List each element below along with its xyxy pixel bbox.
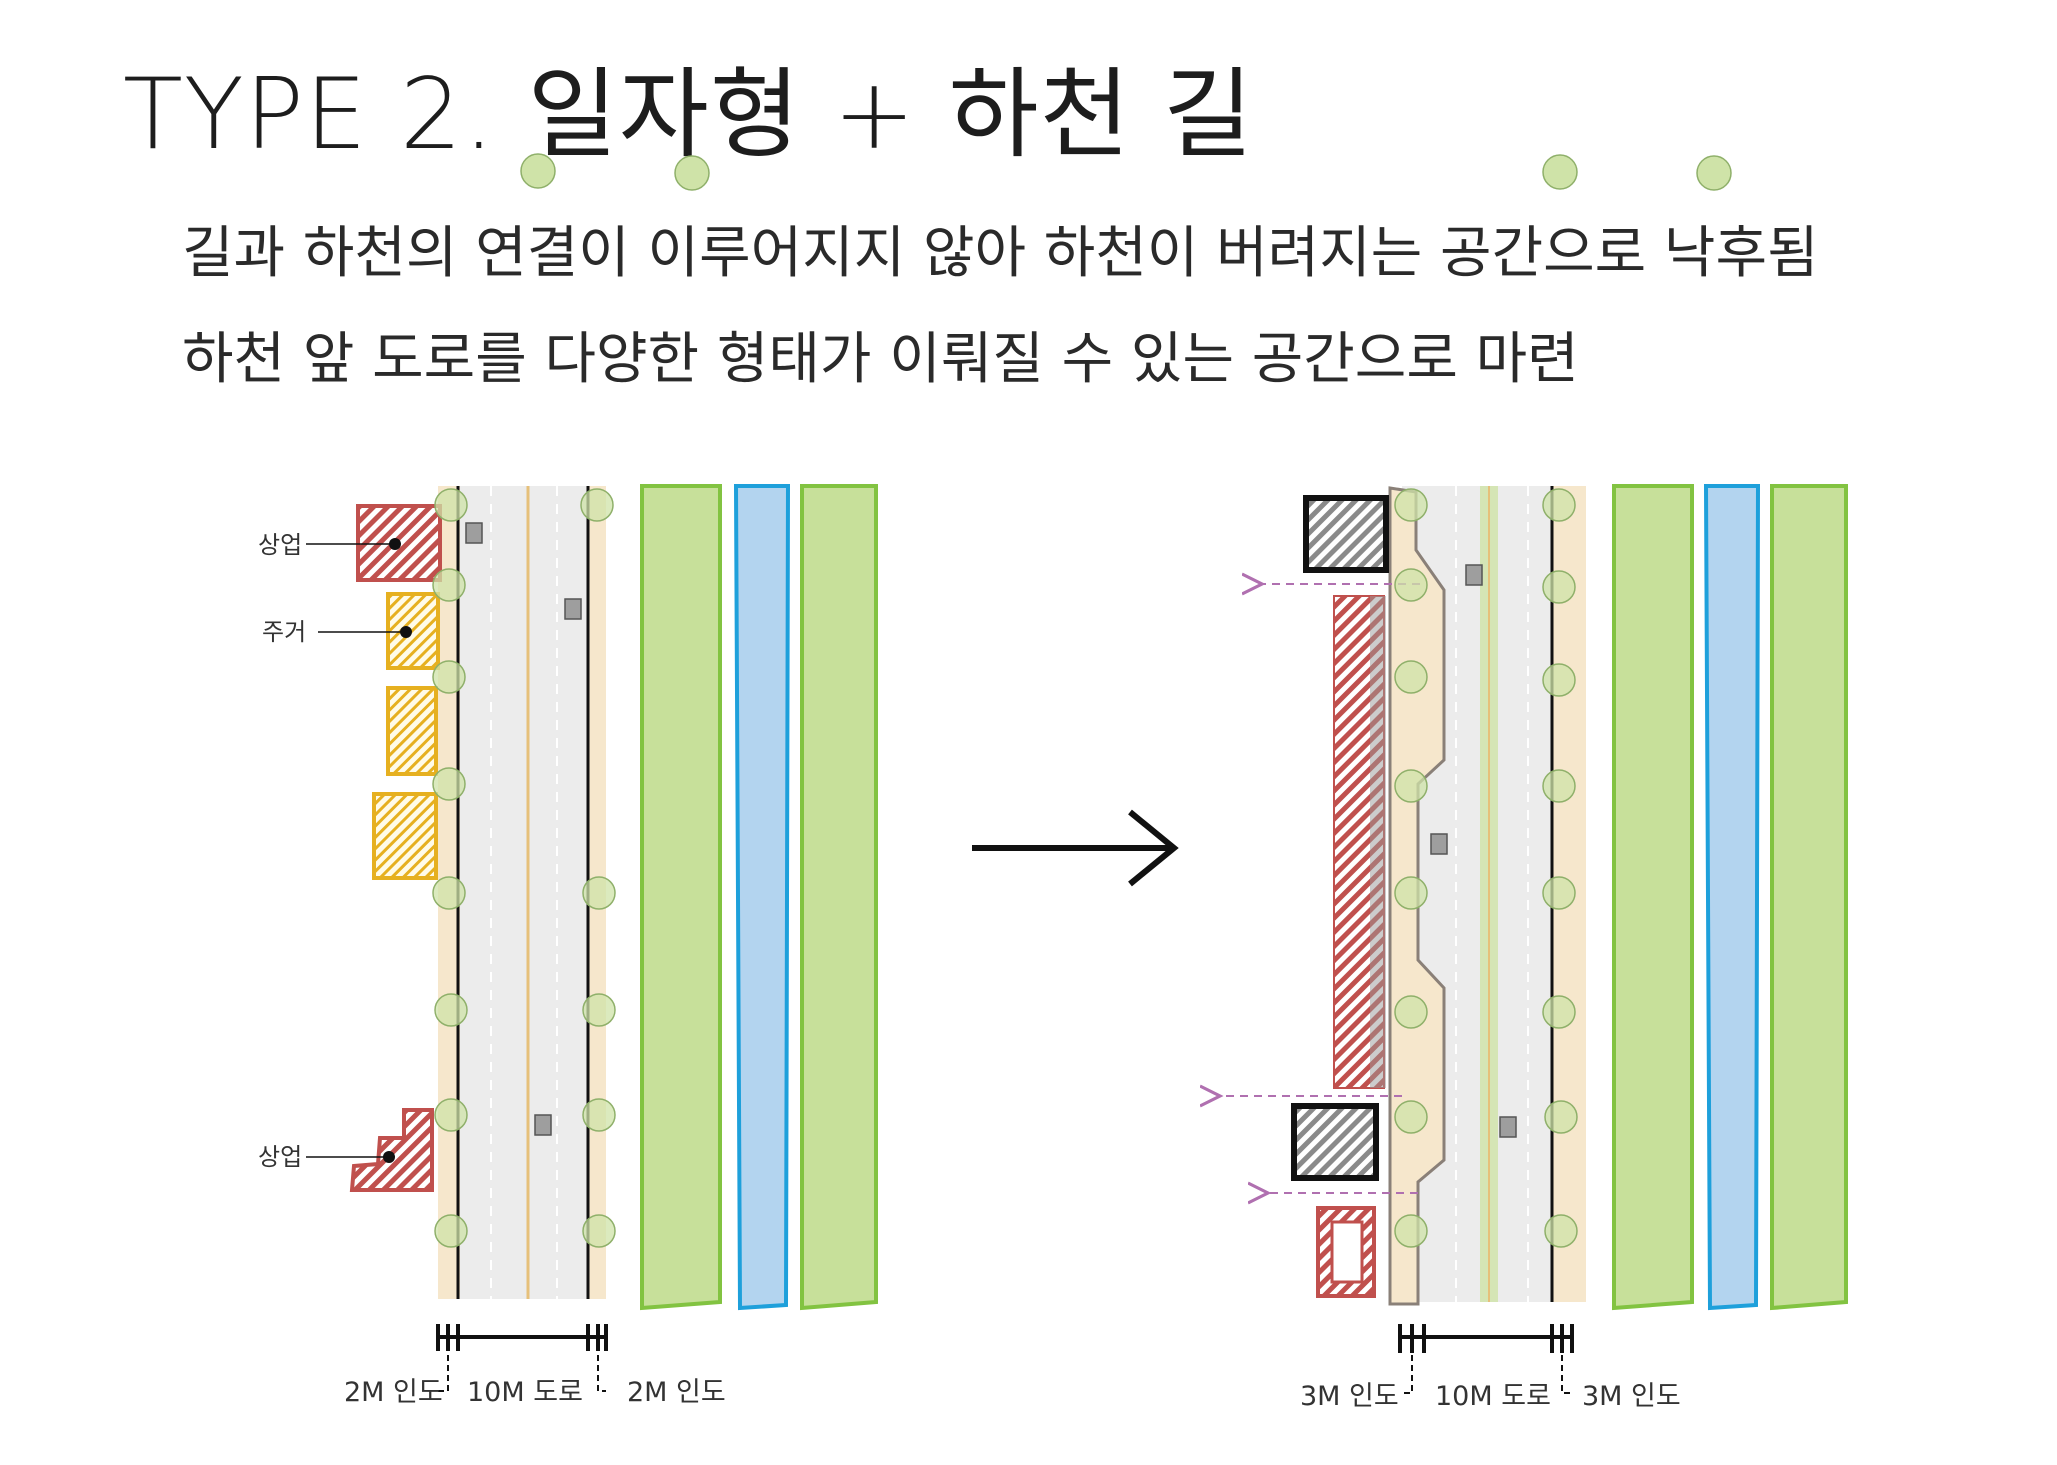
car-icon: [1499, 1116, 1517, 1138]
right-arrow-icon: [972, 809, 1179, 887]
tree-row: [432, 488, 616, 1248]
dimension-right-sidewalk: 2M 인도: [627, 1377, 726, 1408]
tree-icon: [432, 568, 466, 602]
tree-icon: [1394, 488, 1428, 522]
dimension-left-sidewalk: 3M 인도: [1300, 1381, 1399, 1412]
tree-icon: [582, 1214, 616, 1248]
dimension-line: [1398, 1324, 1574, 1394]
commercial-building: [349, 1108, 434, 1192]
tree-icon: [1394, 660, 1428, 694]
tree-icon: [674, 155, 710, 191]
green-buffer: [800, 484, 878, 1311]
tree-icon: [582, 876, 616, 910]
green-buffer: [640, 484, 722, 1311]
label-residential: 주거: [262, 618, 306, 646]
tree-icon: [582, 1098, 616, 1132]
road: [460, 486, 588, 1299]
residential-building: [372, 792, 438, 880]
tree-icon: [520, 153, 556, 189]
tree-icon: [434, 1098, 468, 1132]
label-commercial-bottom: 상업: [258, 1143, 302, 1171]
tree-icon: [582, 993, 616, 1027]
car-icon: [1430, 833, 1448, 855]
subtitle-problem: 길과 하천의 연결이 이루어지지 않아 하천이 버려지는 공간으로 낙후됨: [182, 221, 1819, 286]
tree-icon: [1542, 488, 1576, 522]
tree-icon: [1542, 769, 1576, 803]
tree-icon: [1696, 155, 1732, 191]
before-plan: 상업 주거 상업 2M 인도 10M 도로 2M 인도: [258, 484, 878, 1408]
decor-trees: [520, 153, 1732, 191]
car-icon: [564, 598, 582, 620]
public-building: [1303, 495, 1389, 573]
tree-icon: [1544, 1100, 1578, 1134]
tree-icon: [1394, 1100, 1428, 1134]
tree-icon: [1394, 769, 1428, 803]
car-icon: [534, 1114, 552, 1136]
dimension-road: 10M 도로: [467, 1377, 583, 1408]
tree-icon: [1394, 995, 1428, 1029]
dimension-left-sidewalk: 2M 인도: [344, 1377, 443, 1408]
leader-dot: [400, 626, 412, 638]
tree-icon: [434, 993, 468, 1027]
residential-building: [386, 592, 440, 670]
tree-icon: [1542, 154, 1578, 190]
tree-icon: [1544, 1214, 1578, 1248]
residential-building: [386, 686, 438, 776]
river: [733, 484, 791, 1311]
label-commercial-top: 상업: [258, 531, 302, 559]
leader-dot: [383, 1151, 395, 1163]
river: [1703, 484, 1761, 1311]
tree-icon: [1394, 568, 1428, 602]
tree-icon: [432, 876, 466, 910]
tree-icon: [1542, 876, 1576, 910]
tree-icon: [1394, 876, 1428, 910]
green-buffer: [1612, 484, 1694, 1311]
tree-icon: [1394, 1214, 1428, 1248]
dimension-right-sidewalk: 3M 인도: [1582, 1381, 1681, 1412]
page-title: TYPE 2. 일자형 + 하천 길: [123, 58, 1255, 172]
tree-icon: [432, 767, 466, 801]
subtitle-solution: 하천 앞 도로를 다양한 형태가 이뤄질 수 있는 공간으로 마련: [182, 327, 1579, 392]
tree-icon: [1542, 570, 1576, 604]
tree-icon: [432, 660, 466, 694]
leader-dot: [389, 538, 401, 550]
tree-icon: [580, 488, 614, 522]
tree-icon: [1542, 663, 1576, 697]
tree-icon: [434, 488, 468, 522]
dimension-line: [436, 1324, 608, 1392]
car-icon: [1465, 564, 1483, 586]
tree-icon: [1542, 995, 1576, 1029]
commercial-frontage-edge: [1370, 596, 1386, 1088]
commercial-building-inner: [1330, 1220, 1364, 1284]
after-plan: 3M 인도 10M 도로 3M 인도: [1220, 484, 1848, 1412]
tree-row: [1394, 488, 1578, 1248]
tree-icon: [434, 1214, 468, 1248]
dimension-road: 10M 도로: [1435, 1381, 1551, 1412]
car-icon: [465, 522, 483, 544]
public-building: [1291, 1103, 1379, 1181]
green-buffer: [1770, 484, 1848, 1311]
